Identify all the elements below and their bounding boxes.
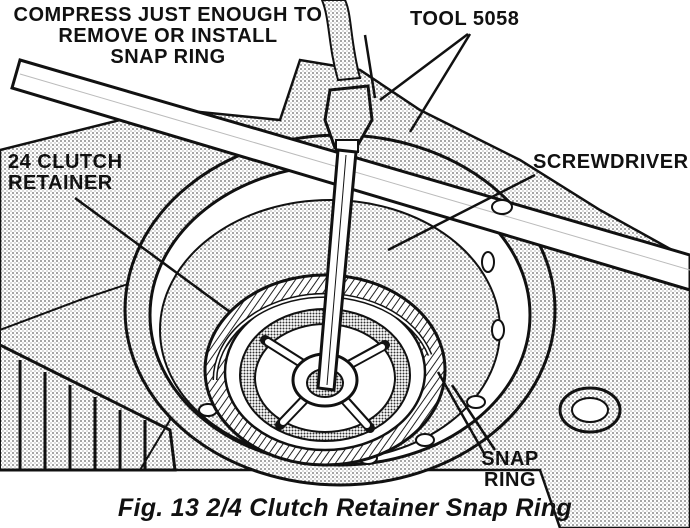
clutch-retainer-label: 24 CLUTCH RETAINER	[8, 152, 123, 194]
case-plug	[491, 199, 513, 215]
case-boss	[558, 386, 622, 434]
leader-snap-ring-2	[436, 371, 487, 456]
leader-lines	[74, 33, 536, 456]
leader-snap-ring-1	[450, 384, 497, 451]
figure-caption: Fig. 13 2/4 Clutch Retainer Snap Ring	[117, 494, 573, 522]
screwdriver-label: SCREWDRIVER	[533, 151, 689, 173]
compress-instruction-label: COMPRESS JUST ENOUGH TO REMOVE OR INSTAL…	[3, 5, 333, 68]
snap-ring	[212, 292, 433, 381]
leader-screwdriver	[387, 173, 536, 252]
compress-line-1: COMPRESS JUST ENOUGH TO	[13, 4, 323, 26]
tool-5058-handle	[320, 0, 374, 153]
leader-tool-1	[379, 33, 469, 101]
snap-ring-line-2: RING	[484, 469, 536, 491]
retainer-line-1: 24 CLUTCH	[8, 151, 123, 173]
retainer-line-2: RETAINER	[8, 172, 113, 194]
leader-retainer	[74, 196, 231, 314]
leader-tool-2	[408, 33, 472, 133]
compress-line-2: REMOVE OR INSTALL	[58, 25, 278, 47]
snap-ring-label: SNAP RING	[470, 449, 550, 491]
leader-compress	[363, 34, 377, 99]
snap-ring-line-1: SNAP	[481, 448, 539, 470]
case-grille	[0, 343, 177, 472]
compress-line-3: SNAP RING	[110, 46, 226, 68]
screwdriver	[316, 148, 358, 392]
tool-5058-label: TOOL 5058	[410, 8, 520, 30]
